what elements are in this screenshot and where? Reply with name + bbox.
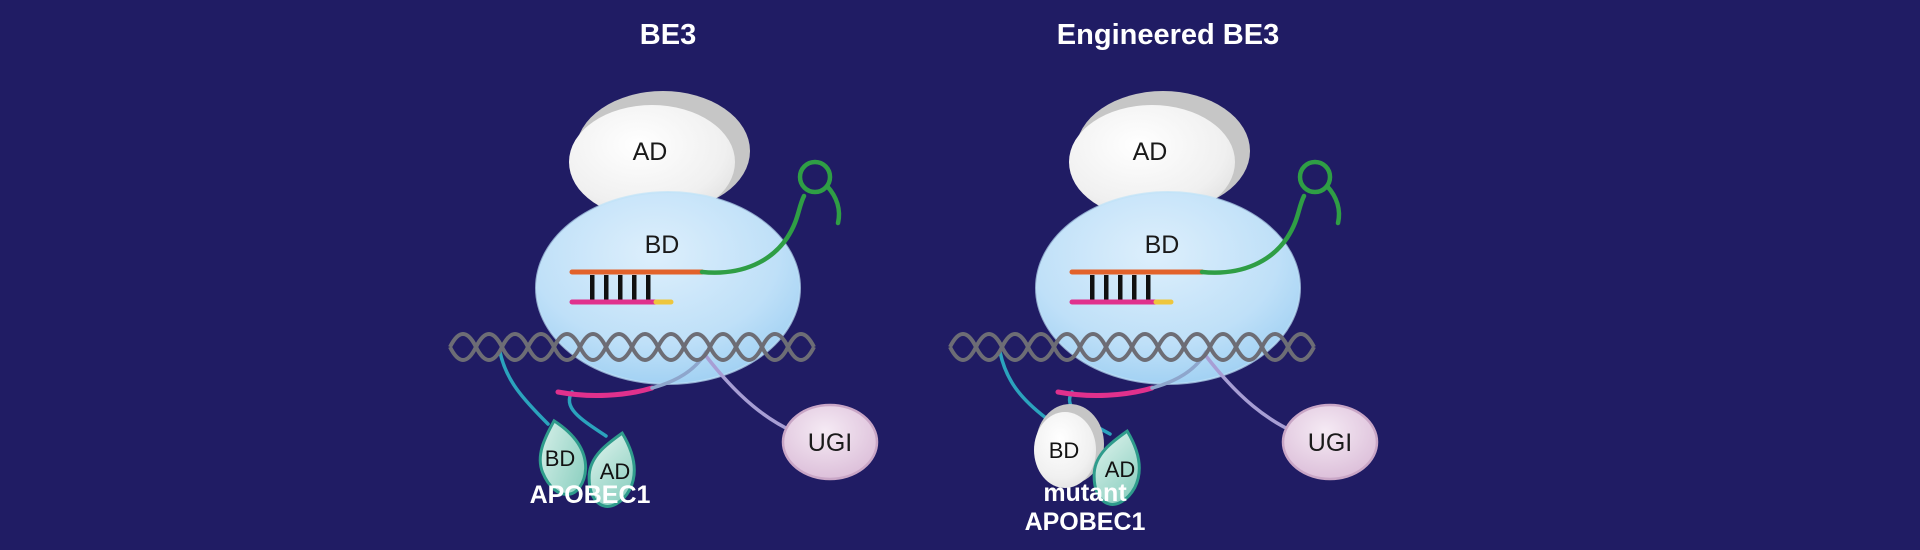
apobec-bd-label: BD [545, 446, 576, 471]
panel-title: Engineered BE3 [1057, 19, 1279, 51]
panel-engineered-be3: Engineered BE3 AD BD BD AD mutant APOBEC… [948, 19, 1379, 536]
cas9-bd-label: BD [645, 231, 680, 259]
sgrna-tail [824, 183, 842, 226]
cas9-ad-label: AD [1133, 138, 1168, 166]
panel-be3: BE3 AD BD BD AD APOBEC1 UGI [448, 19, 879, 513]
cas9-bd-label: BD [1145, 231, 1180, 259]
ugi-blob [781, 403, 879, 481]
displaced-strand [1055, 385, 1155, 398]
sgrna-tail [1324, 183, 1342, 226]
ugi-label: UGI [1308, 429, 1352, 457]
apobec-ad-label: AD [600, 459, 631, 484]
apobec-name-line2: APOBEC1 [1025, 508, 1146, 536]
cas9-ad-domain [569, 105, 735, 219]
apobec-name-line1: mutant [1043, 479, 1127, 507]
apobec-bd-domain [1034, 412, 1096, 488]
sgrna-curve [699, 193, 807, 275]
apobec-bd-label: BD [1049, 438, 1080, 463]
apobec-ad-label: AD [1105, 457, 1136, 482]
cas9-ad-label: AD [633, 138, 668, 166]
sgrna-curve [1199, 193, 1307, 275]
sgrna-loop [1297, 159, 1333, 195]
displaced-strand [555, 385, 655, 398]
apobec-linker-1 [998, 350, 1048, 420]
apobec-name-label: APOBEC1 [530, 481, 651, 509]
apobec-linker-1 [498, 350, 550, 426]
ugi-label: UGI [808, 429, 852, 457]
ugi-blob [1281, 403, 1379, 481]
panel-title: BE3 [640, 19, 696, 51]
cas9-ad-domain [1069, 105, 1235, 219]
sgrna-loop [797, 159, 833, 195]
